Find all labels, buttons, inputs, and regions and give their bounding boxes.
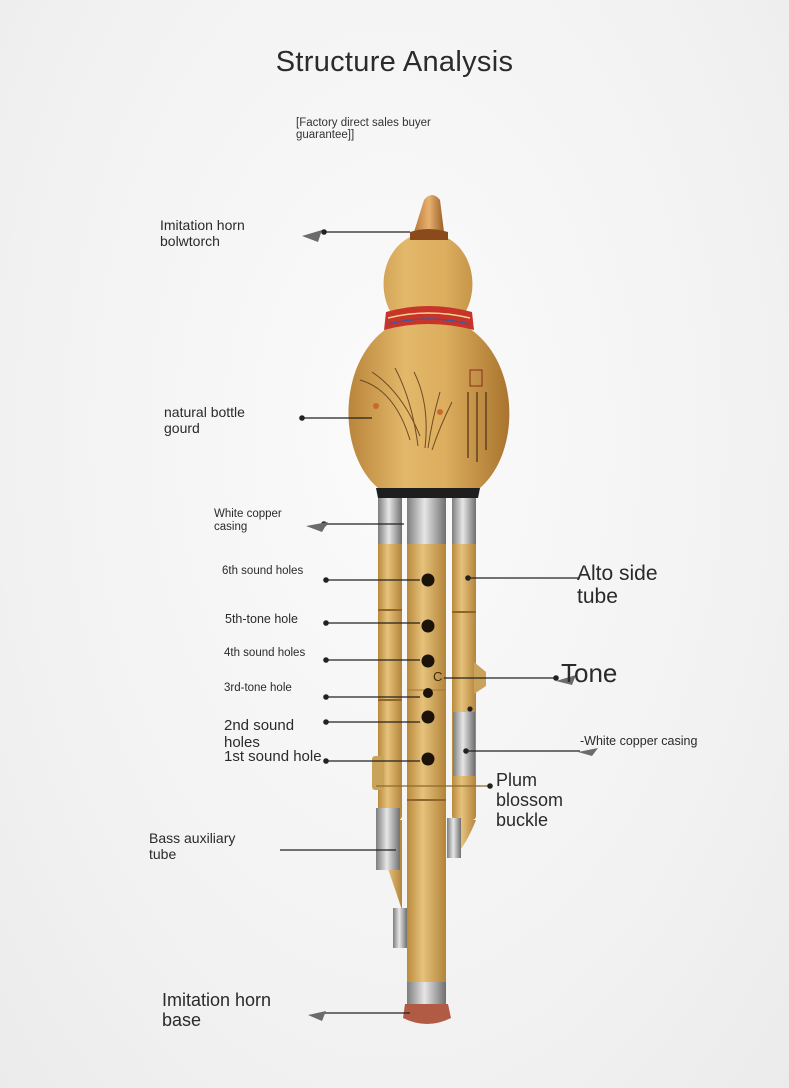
arrow-tips — [302, 230, 598, 1021]
label-bottle-gourd: natural bottle gourd — [164, 404, 245, 437]
label-hole-3: 3rd-tone hole — [224, 682, 292, 694]
label-bass-tube: Bass auxiliary tube — [149, 830, 236, 863]
label-hole-2: 2nd sound holes — [224, 717, 295, 752]
label-plum-buckle: Plum blossom buckle — [496, 770, 564, 830]
label-hole-1: 1st sound hole — [224, 748, 322, 765]
label-horn-base: Imitation horn base — [162, 990, 272, 1030]
label-tone: Tone — [561, 658, 618, 688]
bass-auxiliary-tube — [376, 500, 407, 948]
label-copper-casing-side: -White copper casing — [580, 734, 698, 748]
label-copper-casing-top: White copper casing — [214, 508, 282, 534]
gourd-body — [348, 236, 510, 498]
label-hole-5: 5th-tone hole — [225, 612, 298, 626]
imitation-horn-bolwtorch — [410, 195, 448, 240]
page-title: Structure Analysis — [275, 46, 514, 78]
alto-side-tube — [447, 500, 486, 858]
label-horn-bolwtorch: Imitation horn bolwtorch — [160, 217, 245, 250]
subtitle: [Factory direct sales buyer guarantee]] — [296, 117, 431, 141]
main-melody-tube — [407, 500, 446, 995]
plum-blossom-buckle — [372, 756, 490, 790]
label-hole-6: 6th sound holes — [222, 565, 304, 577]
label-hole-4: 4th sound holes — [224, 647, 306, 659]
tone-glyph: C — [433, 669, 443, 684]
label-alto-tube: Alto side tube — [577, 562, 658, 609]
leader-lines — [280, 229, 580, 1014]
imitation-horn-base — [403, 982, 451, 1024]
top-copper-casings — [378, 498, 476, 544]
